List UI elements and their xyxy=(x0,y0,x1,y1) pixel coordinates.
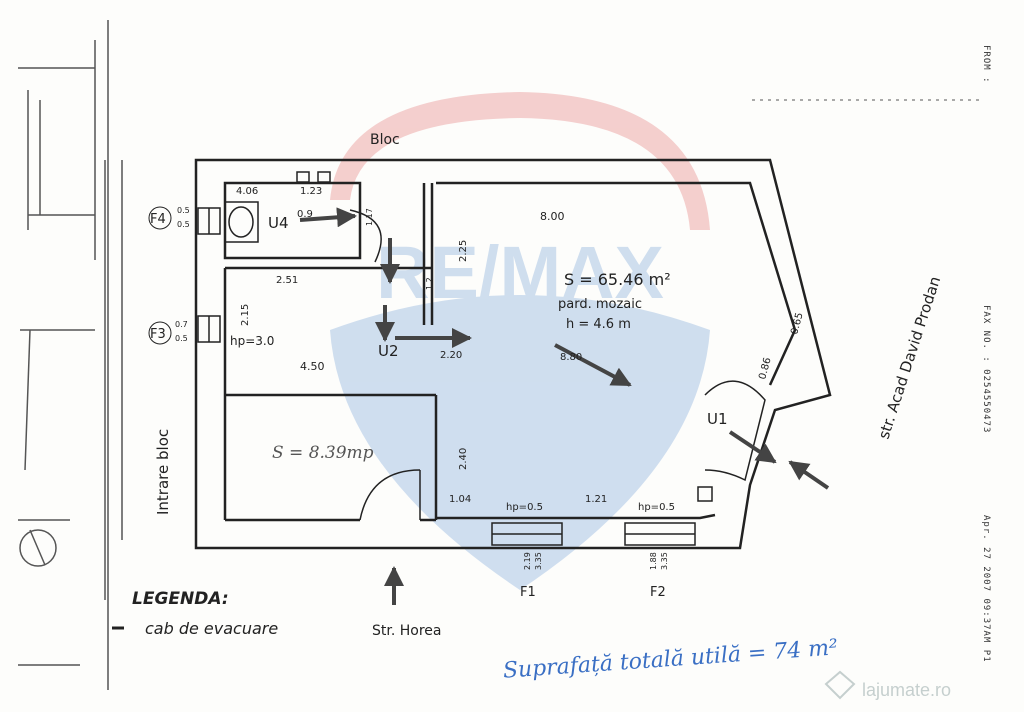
openings: F4 F3 F1 F2 U2 U4 U1 xyxy=(148,206,728,600)
opening-f3: F3 xyxy=(150,327,166,342)
opening-u2: U2 xyxy=(378,342,399,360)
dim-f3-top: 0.7 xyxy=(175,320,188,329)
hp-05-left: hp=0.5 xyxy=(506,502,543,513)
hp-small-label: hp=3.0 xyxy=(230,334,274,348)
dim-121: 1.21 xyxy=(585,494,607,505)
remax-watermark: RE/MAX xyxy=(330,92,710,590)
dim-406: 4.06 xyxy=(236,186,258,197)
dim-225: 2.25 xyxy=(458,240,469,262)
dim-12: 1.2 xyxy=(425,277,434,290)
dim-800: 8.00 xyxy=(540,210,565,223)
intrare-bloc-label: Intrare bloc xyxy=(154,429,172,515)
doors-windows xyxy=(197,171,766,546)
main-area-label: S = 65.46 m² xyxy=(564,270,671,289)
dim-880: 8.80 xyxy=(560,352,582,363)
legend-item: cab de evacuare xyxy=(145,619,278,638)
dimensions: 4.06 1.23 8.00 2.25 0.9 1.17 2.51 2.15 4… xyxy=(175,186,806,570)
dim-09: 0.9 xyxy=(297,209,313,220)
fax-number: FAX NO. : 0254550473 xyxy=(981,305,991,433)
main-floor-label: pard. mozaic xyxy=(558,297,642,312)
dim-188: 1.88 xyxy=(649,552,658,570)
dim-219: 2.19 xyxy=(523,552,532,570)
dim-117: 1.17 xyxy=(365,208,374,226)
street-horea-label: Str. Horea xyxy=(372,623,441,639)
fax-date: Apr. 27 2007 09:37AM P1 xyxy=(981,515,991,663)
fax-from: FROM : xyxy=(981,45,991,84)
bloc-label: Bloc xyxy=(370,132,400,148)
left-fragment xyxy=(18,20,123,690)
total-area-note: Suprafață totală utilă = 74 m² xyxy=(502,635,839,683)
small-area-label: S = 8.39mp xyxy=(272,443,374,463)
dim-104: 1.04 xyxy=(449,494,471,505)
dim-335-right: 3.35 xyxy=(660,552,669,570)
dim-251: 2.51 xyxy=(276,275,298,286)
dim-450: 4.50 xyxy=(300,360,325,373)
dim-220: 2.20 xyxy=(440,350,462,361)
dim-335-left: 3.35 xyxy=(534,552,543,570)
dim-123: 1.23 xyxy=(300,186,322,197)
dim-215: 2.15 xyxy=(240,304,251,326)
dim-086: 0.86 xyxy=(757,356,773,380)
opening-f4: F4 xyxy=(150,212,166,227)
site-watermark: lajumate.ro xyxy=(824,670,951,700)
dim-f3-bottom: 0.5 xyxy=(175,334,188,343)
hp-05-right: hp=0.5 xyxy=(638,502,675,513)
opening-u1: U1 xyxy=(707,410,728,428)
site-watermark-text: lajumate.ro xyxy=(862,680,951,700)
dim-f4-top: 0.5 xyxy=(177,206,190,215)
opening-f2: F2 xyxy=(650,585,666,600)
main-height-label: h = 4.6 m xyxy=(566,317,631,332)
opening-u4: U4 xyxy=(268,214,289,232)
legend-title: LEGENDA: xyxy=(132,589,229,609)
opening-f1: F1 xyxy=(520,585,536,600)
legend: LEGENDA: cab de evacuare xyxy=(112,589,278,638)
street-acad-label: str. Acad David Prodan xyxy=(875,274,945,441)
dim-f4-bottom: 0.5 xyxy=(177,220,190,229)
evacuation-arrows xyxy=(299,207,830,605)
dim-240: 2.40 xyxy=(458,448,469,470)
